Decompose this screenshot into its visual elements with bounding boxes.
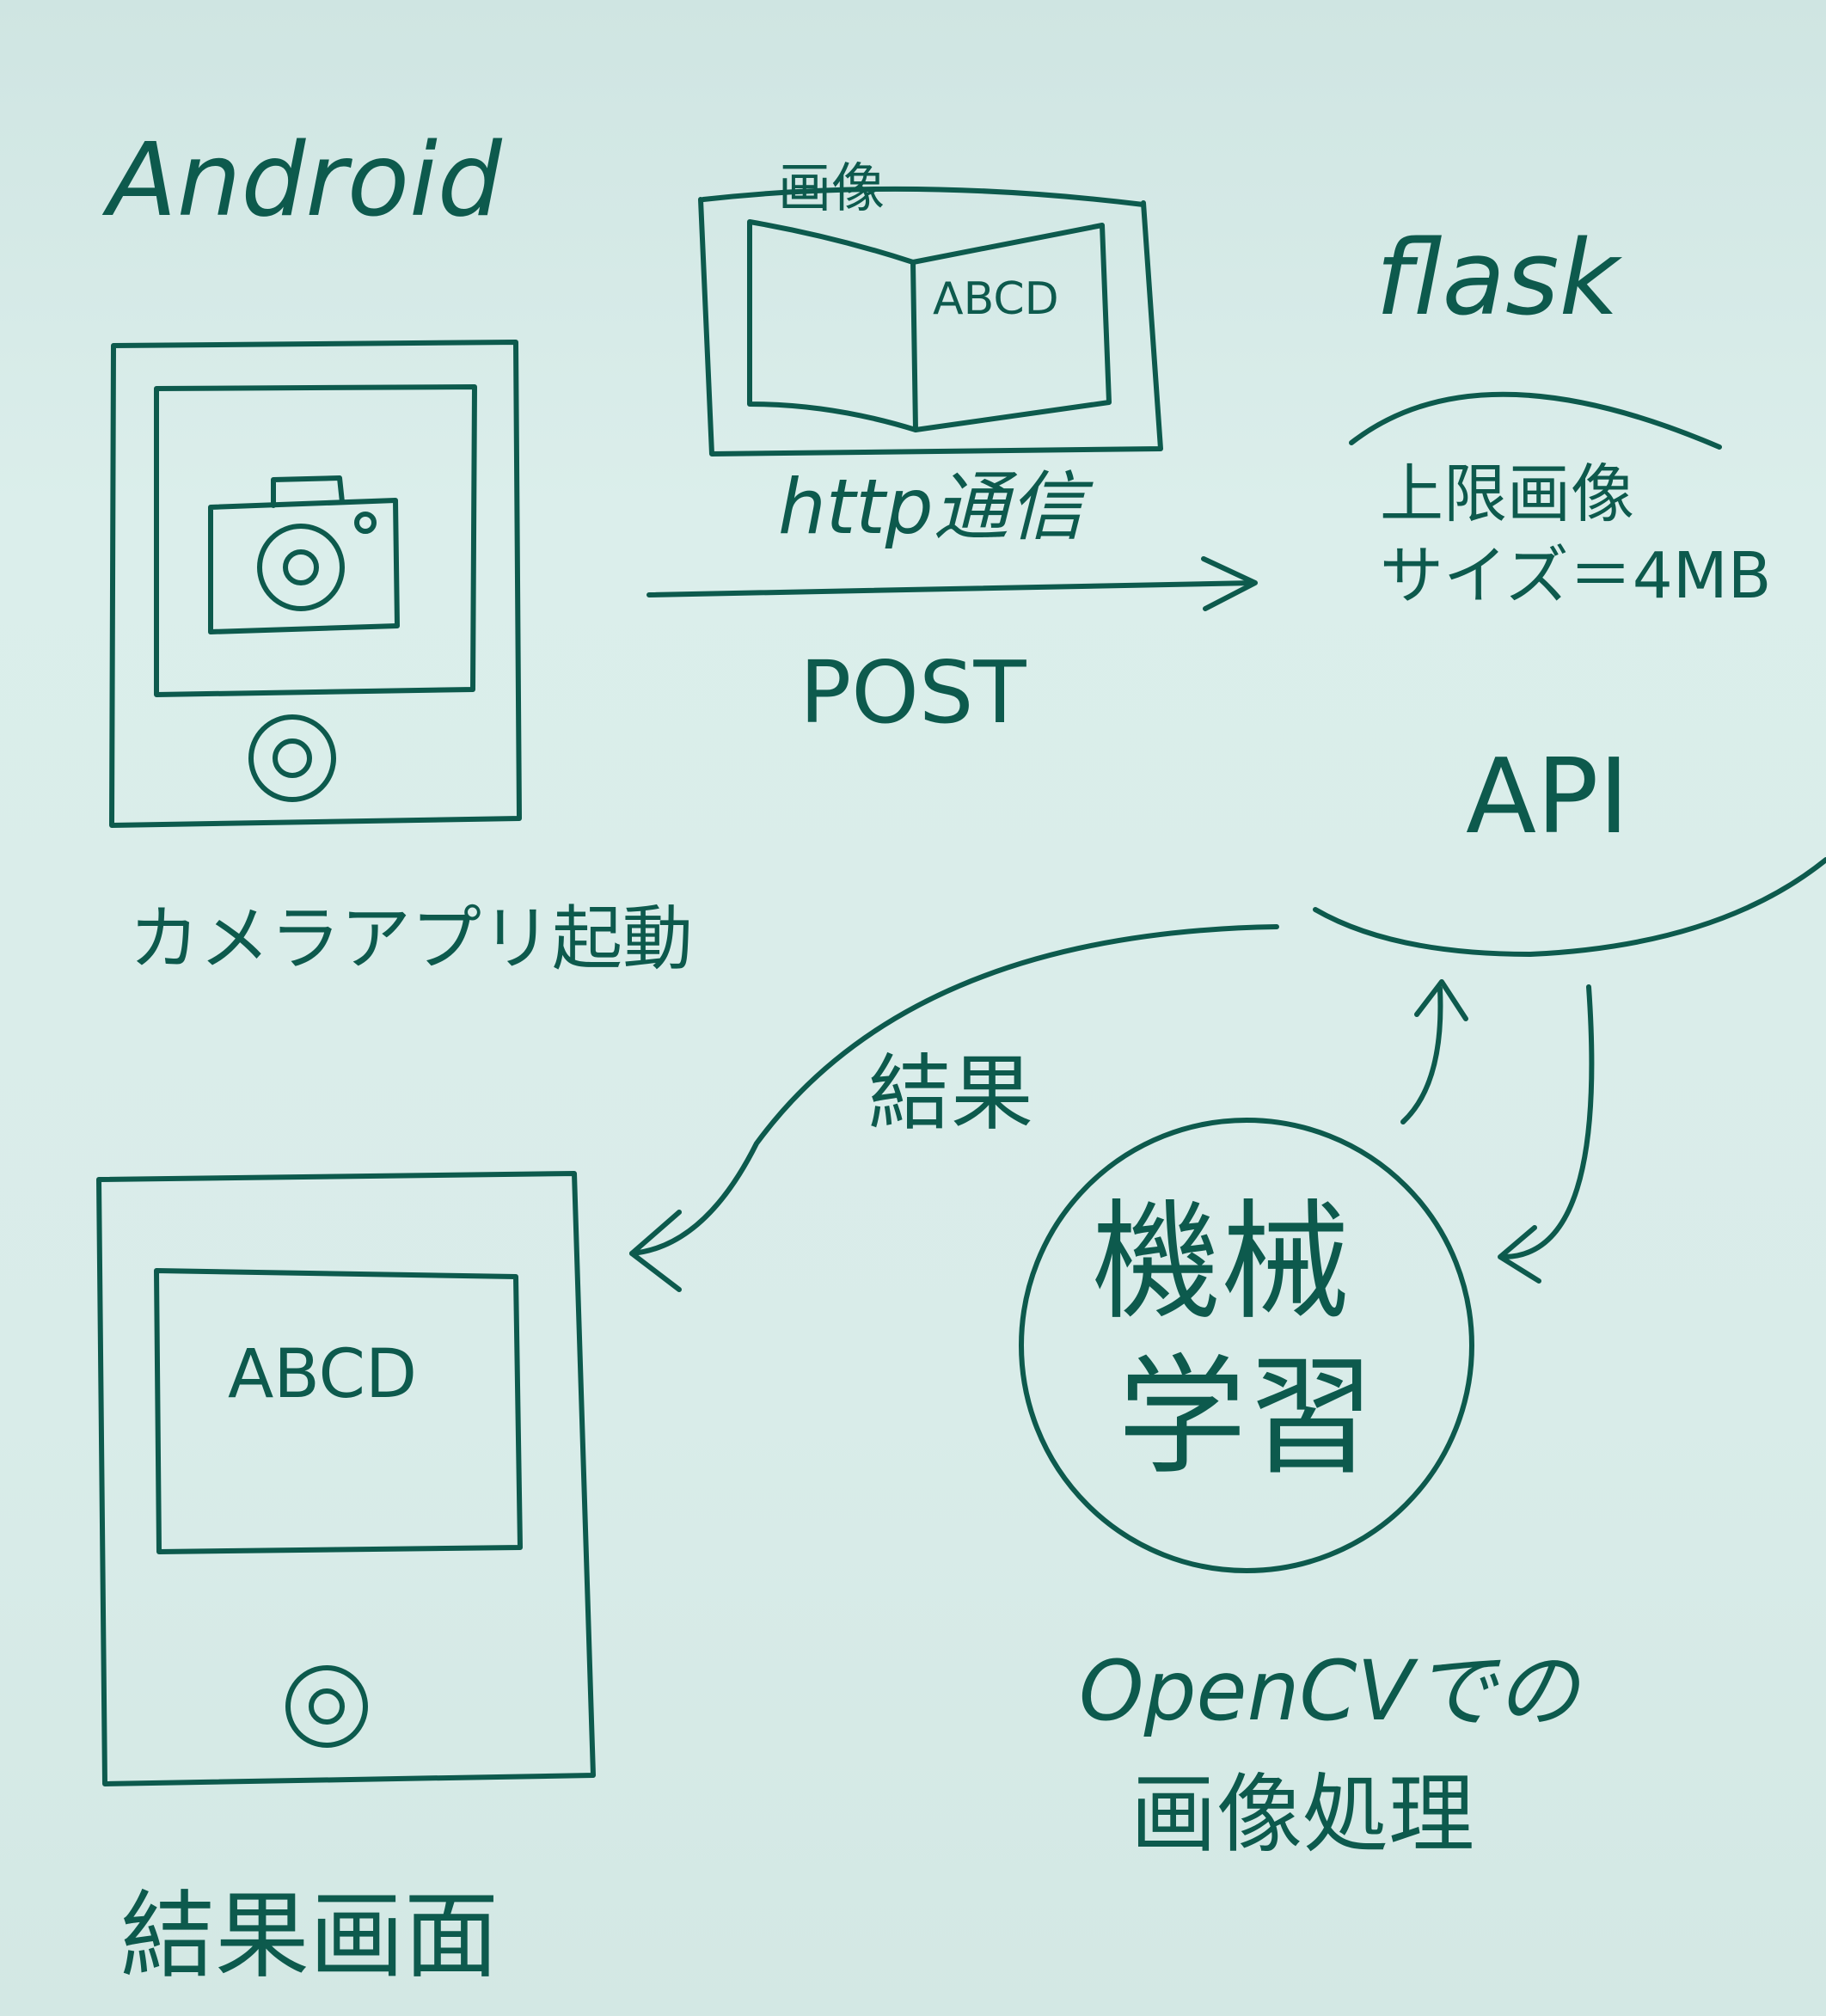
result-screen-label: 結果画面: [120, 1881, 499, 1991]
limit-line2: サイズ＝4MB: [1380, 539, 1771, 613]
result-phone: [96, 1171, 596, 1786]
result-label: 結果: [868, 1045, 1033, 1142]
limit-line1: 上限画像: [1380, 457, 1634, 531]
camera-icon: [208, 475, 400, 634]
http-label: http通信: [778, 463, 1094, 551]
book-text: ABCD: [933, 273, 1059, 325]
home-button-icon: [248, 714, 336, 802]
ml-circle: [1019, 1118, 1474, 1573]
android-phone: [109, 340, 522, 828]
flask-label: flask: [1376, 219, 1623, 339]
ml-to-api-arrow-icon: [1400, 979, 1468, 1124]
book-icon: [698, 197, 1163, 457]
home-button-icon: [285, 1665, 368, 1748]
result-arrow-icon: [629, 924, 1279, 1292]
post-arrow-icon: [646, 556, 1258, 611]
camera-app-label: カメラアプリ起動: [129, 898, 693, 980]
post-label: POST: [800, 642, 1026, 743]
api-to-ml-arrow-icon: [1498, 984, 1595, 1284]
opencv-line1: OpenCVでの: [1079, 1643, 1583, 1739]
api-label: API: [1466, 738, 1629, 857]
ml-line2: 学習: [1118, 1343, 1376, 1492]
result-screen-text: ABCD: [228, 1336, 417, 1413]
android-label: Android: [101, 120, 503, 239]
opencv-line2: 画像処理: [1131, 1764, 1474, 1865]
ml-line1: 機械: [1092, 1188, 1350, 1338]
